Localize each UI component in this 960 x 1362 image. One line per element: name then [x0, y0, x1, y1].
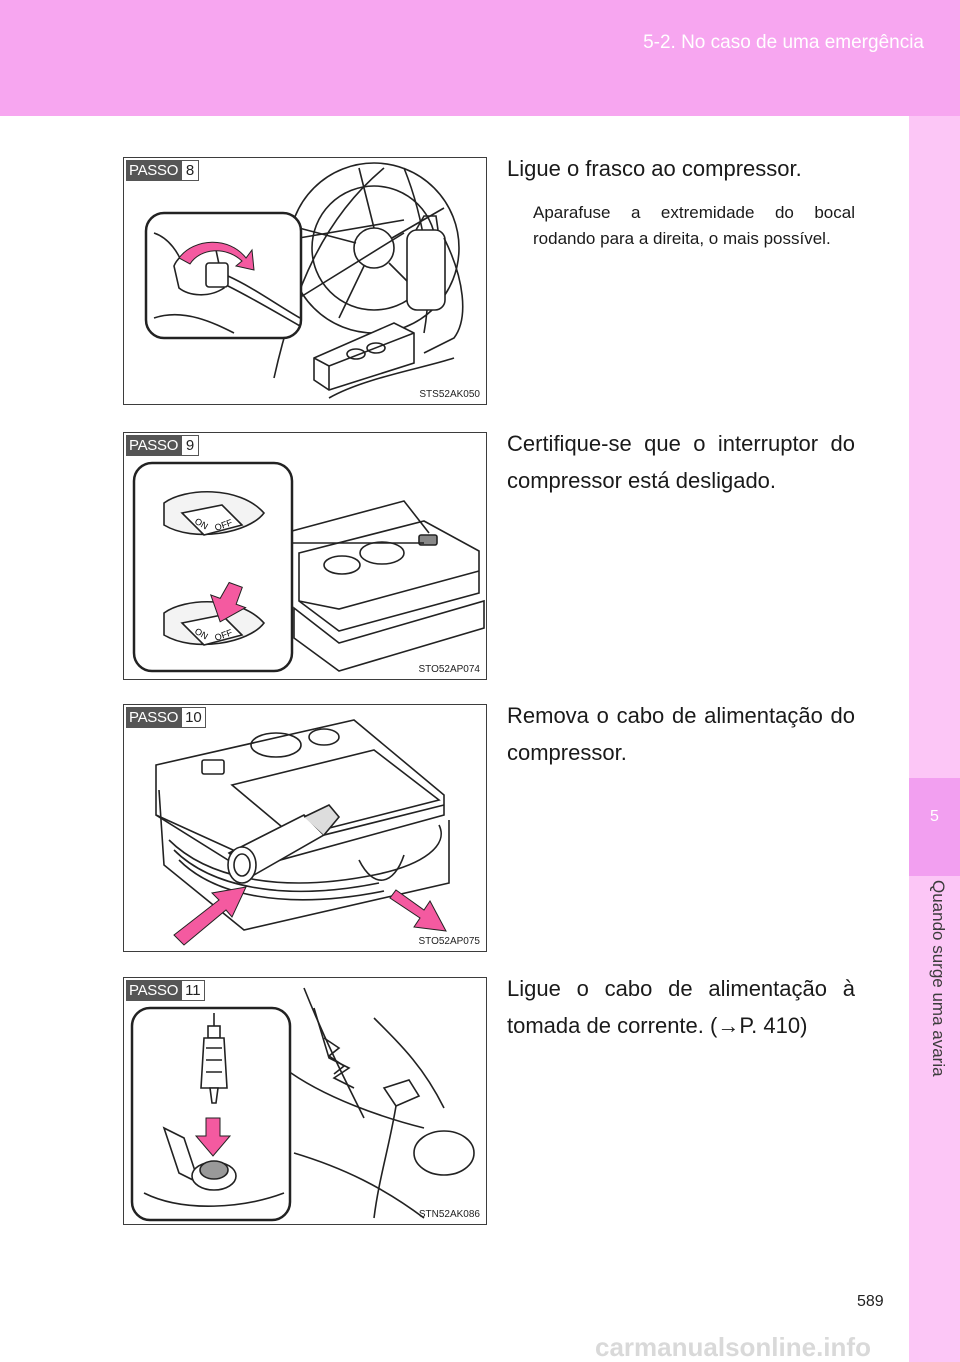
step-number: 11 — [181, 980, 205, 1001]
step-9-text: Certifique-se que o interruptor do compr… — [507, 431, 855, 493]
socket-zoom-callout — [130, 1006, 292, 1222]
chapter-number: 5 — [930, 808, 939, 825]
section-title: 5-2. No caso de uma emergência — [643, 32, 924, 53]
step-11-badge: PASSO 11 — [126, 980, 205, 1001]
image-code: STO52AP075 — [418, 936, 480, 947]
step-10-badge: PASSO 10 — [126, 707, 206, 728]
step-8-badge: PASSO 8 — [126, 160, 200, 181]
page-number: 589 — [857, 1293, 884, 1310]
step-10-text: Remova o cabo de alimentação do compress… — [507, 703, 855, 765]
passo-label: PASSO — [126, 435, 182, 456]
chapter-number-tab[interactable] — [909, 778, 960, 876]
image-code: STO52AP074 — [418, 664, 480, 675]
pull-right-arrow-icon — [389, 889, 447, 932]
chapter-side-tab — [909, 116, 960, 1362]
step-11-figure: PASSO 11 STN52AK086 — [123, 977, 487, 1225]
bottle-to-compressor-illustration — [144, 162, 464, 399]
remove-power-cable-illustration — [155, 719, 450, 946]
step-9-badge: PASSO 9 — [126, 435, 200, 456]
step-8-figure: PASSO 8 STS52AK050 — [123, 157, 487, 405]
step-8-text: Ligue o frasco ao compressor. — [507, 156, 802, 181]
watermark: carmanualsonline.info — [595, 1332, 871, 1362]
passo-label: PASSO — [126, 707, 182, 728]
image-code: STN52AK086 — [418, 1209, 480, 1220]
step-8-subtext: Aparafuse a extremidade do bocal rodando… — [533, 203, 855, 248]
passo-label: PASSO — [126, 980, 182, 1001]
compressor-switch-illustration: ON OFF ON OFF — [132, 461, 485, 673]
insert-down-arrow-icon — [194, 1117, 232, 1157]
step-number: 9 — [181, 435, 200, 456]
step-number: 8 — [181, 160, 200, 181]
step-number: 10 — [181, 707, 206, 728]
image-code: STS52AK050 — [419, 389, 480, 400]
press-down-arrow-icon — [209, 581, 247, 623]
passo-label: PASSO — [126, 160, 182, 181]
step-9-figure: ON OFF ON OFF PASSO 9 STO52AP074 — [123, 432, 487, 680]
power-socket-illustration — [130, 987, 475, 1222]
pull-left-arrow-icon — [173, 886, 247, 946]
chapter-title: Quando surge uma avaria — [929, 880, 948, 1077]
step-10-figure: PASSO 10 STO52AP075 — [123, 704, 487, 952]
header-band: 5-2. No caso de uma emergência — [0, 0, 960, 116]
step-11-text: Ligue o cabo de alimentação à tomada de … — [507, 976, 855, 1038]
rotate-right-arrow-icon — [178, 241, 255, 271]
